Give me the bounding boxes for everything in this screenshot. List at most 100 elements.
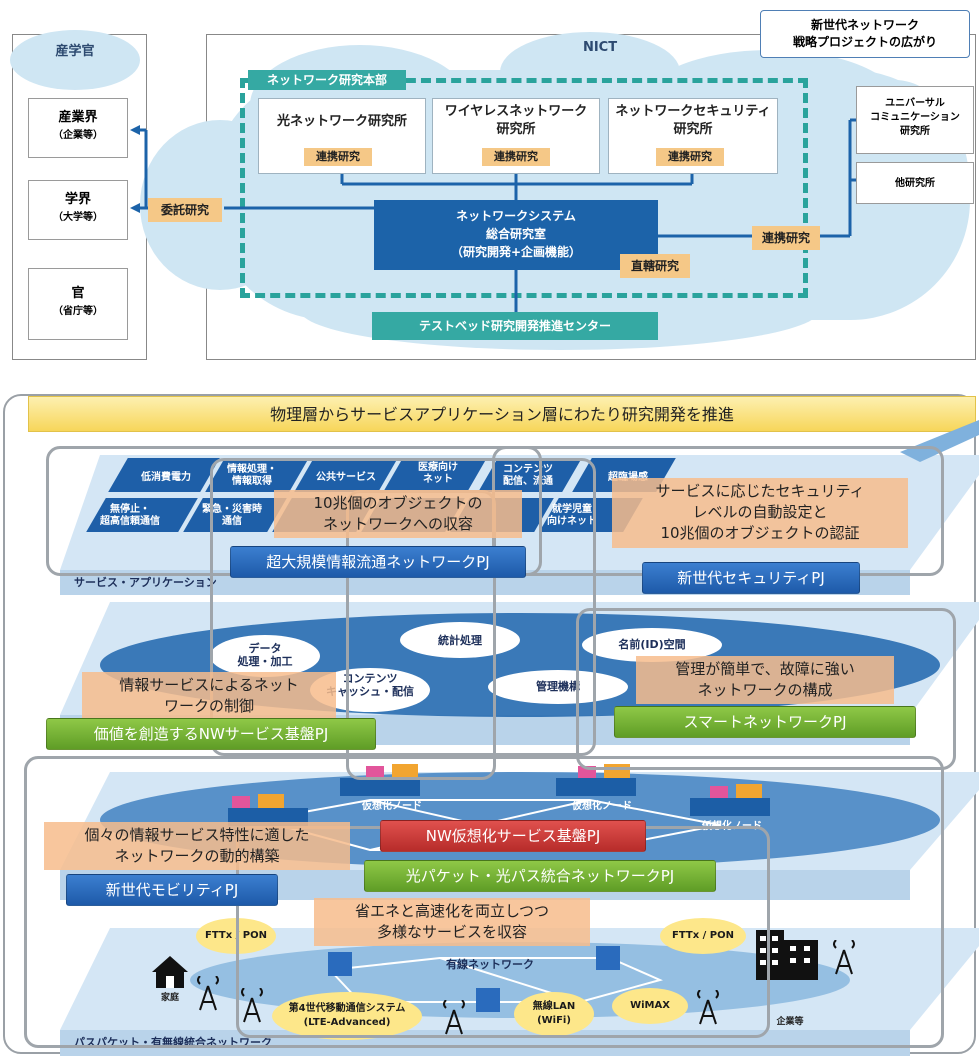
cloud-left (10, 30, 140, 90)
note-objects-2: ネットワークへの収容 (322, 515, 473, 533)
org-connector-lines (130, 118, 856, 312)
ftth-cloud-right: FTTx / PON (660, 918, 746, 954)
gov-sub: （省庁等） (53, 306, 103, 317)
banner-text: 物理層からサービスアプリケーション層にわたり研究開発を推進 (270, 405, 734, 424)
service-tiles: 低消費電力 情報処理・ 情報取得 公共サービス 医療向け ネット コンテンツ 配… (0, 380, 979, 589)
pj-smart: スマートネットワークPJ (614, 706, 916, 738)
pj-value: 価値を創造するNWサービス基盤PJ (46, 718, 376, 750)
antenna-icon (443, 1000, 465, 1035)
universal-lab-label-3: 研究所 (900, 126, 930, 137)
note-objects: 10兆個のオブジェクトの ネットワークへの収容 (274, 490, 522, 538)
note-smart-1: 管理が簡単で、故障に強い (675, 660, 855, 678)
network-cube (476, 988, 500, 1012)
virtual-node-1 (228, 808, 308, 826)
wireless-lab-label-2: 研究所 (496, 122, 536, 137)
other-labs-label: 他研究所 (895, 178, 935, 189)
mid-oval-stats (400, 622, 520, 658)
antenna-icon (241, 988, 263, 1023)
pj-virtual: NW仮想化サービス基盤PJ (380, 820, 646, 852)
security-lab-label-2: 研究所 (673, 122, 713, 137)
gov-label: 官 (71, 286, 85, 301)
security-lab-box: ネットワークセキュリティ 研究所 (608, 98, 778, 174)
note-objects-1: 10兆個のオブジェクトの (313, 494, 483, 512)
security-lab-label-1: ネットワークセキュリティ (615, 104, 771, 119)
direct-research-tag: 直轄研究 (620, 254, 690, 278)
sangakukan-label: 産学官 (55, 44, 95, 59)
virtual-node-label: 仮想化ノード (572, 801, 632, 812)
note-energy-2: 多様なサービスを収容 (376, 923, 527, 941)
industry-sub: （企業等） (53, 130, 103, 141)
org-diagram: 産学官 産業界 （企業等） 学界 （大学等） 官 （省庁等） NICT 新世代ネ… (0, 0, 979, 370)
mid-oval-mgmt (488, 670, 628, 704)
service-tile-label: 超臨場感 (586, 472, 670, 484)
system-lab-box: ネットワークシステム 総合研究室 （研究開発+企画機能） (374, 200, 658, 270)
note-info-service-2: ワークの制御 (163, 697, 254, 715)
note-mobility: 個々の情報サービス特性に適した ネットワークの動的構築 (44, 822, 350, 870)
universal-lab-label-1: ユニバーサル (885, 98, 945, 109)
note-mobility-1: 個々の情報サービス特性に適した (84, 826, 310, 844)
layer-diagram: 物理層からサービスアプリケーション層にわたり研究開発を推進 (0, 380, 979, 1056)
nict-label: NICT (582, 40, 618, 55)
virtual-node-4 (690, 798, 770, 816)
note-smart: 管理が簡単で、故障に強い ネットワークの構成 (636, 656, 894, 704)
frame-mobility (24, 756, 944, 1048)
node-chip (392, 764, 418, 778)
wimax-cloud: WiMAX (612, 988, 688, 1024)
pj-security: 新世代セキュリティPJ (642, 562, 860, 594)
callout-line-1: 新世代ネットワーク (810, 18, 919, 32)
lte-cloud: 第4世代移動通信システム (LTE-Advanced) (272, 992, 422, 1040)
network-cube (328, 952, 352, 976)
universal-lab-label-2: コミュニケーション (870, 112, 960, 123)
service-tile-label: 低消費電力 (141, 472, 191, 483)
banner: 物理層からサービスアプリケーション層にわたり研究開発を推進 (28, 396, 976, 432)
frame-smart (576, 608, 956, 770)
note-security-3: 10兆個のオブジェクトの認証 (660, 524, 860, 542)
note-energy-1: 省エネと高速化を両立しつつ (354, 902, 550, 920)
academia-sub: （大学等） (53, 212, 103, 223)
callout-box: 新世代ネットワーク 戦略プロジェクトの広がり (760, 10, 970, 58)
note-energy: 省エネと高速化を両立しつつ 多様なサービスを収容 (314, 898, 590, 946)
note-security: サービスに応じたセキュリティ レベルの自動設定と 10兆個のオブジェクトの認証 (612, 478, 908, 548)
service-tile-label: コンテンツ 配信、流通 (503, 464, 553, 487)
service-tile-label: 無停止・ 超高信頼通信 (100, 504, 160, 527)
frame-value (210, 458, 596, 756)
universal-lab-box: ユニバーサル コミュニケーション 研究所 (856, 86, 974, 154)
note-mobility-2: ネットワークの動的構築 (114, 847, 280, 865)
mid-item-data: データ 処理・加工 (237, 642, 293, 668)
contract-research-tag: 委託研究 (148, 198, 222, 222)
home-label: 家庭 (160, 993, 179, 1003)
network-cube (596, 946, 620, 970)
antenna-icon (197, 976, 219, 1011)
note-security-1: サービスに応じたセキュリティ (655, 482, 865, 500)
mid-item-name: 名前(ID)空間 (618, 638, 686, 651)
service-tile-label: 医療向け ネット (418, 462, 458, 485)
node-chip (232, 796, 250, 808)
academia-box: 学界 （大学等） (28, 180, 128, 240)
antenna-icon (833, 940, 855, 975)
note-smart-2: ネットワークの構成 (697, 681, 833, 699)
node-chip (258, 794, 284, 808)
ftth-label-right: FTTx / PON (672, 930, 734, 941)
testbed-box: テストベッド研究開発推進センター (372, 312, 658, 340)
wlan-label-1: 無線LAN (532, 1001, 576, 1012)
optical-lab-label: 光ネットワーク研究所 (276, 114, 407, 129)
gov-box: 官 （省庁等） (28, 268, 128, 340)
system-lab-label-3: （研究開発+企画機能） (450, 245, 582, 259)
network-hq-label: ネットワーク研究本部 (248, 70, 406, 90)
note-info-service: 情報サービスによるネット ワークの制御 (82, 672, 336, 720)
optical-lab-collab-tag: 連携研究 (304, 148, 372, 166)
wlan-cloud: 無線LAN (WiFi) (514, 992, 594, 1036)
antenna-icon (697, 990, 719, 1025)
service-tile-label: 公共サービス (316, 472, 376, 483)
mid-item-mgmt: 管理機構 (536, 680, 580, 693)
pj-optical: 光パケット・光パス統合ネットワークPJ (364, 860, 716, 892)
node-chip (736, 784, 762, 798)
system-lab-label-1: ネットワークシステム (456, 209, 576, 223)
other-labs-box: 他研究所 (856, 162, 974, 204)
mid-item-stats: 統計処理 (438, 634, 482, 647)
virtual-node-label: 仮想化ノード (362, 801, 422, 812)
lte-label-1: 第4世代移動通信システム (288, 1003, 406, 1014)
industry-box: 産業界 （企業等） (28, 98, 128, 158)
node-chip (366, 766, 384, 778)
network-hq-frame (240, 78, 808, 298)
